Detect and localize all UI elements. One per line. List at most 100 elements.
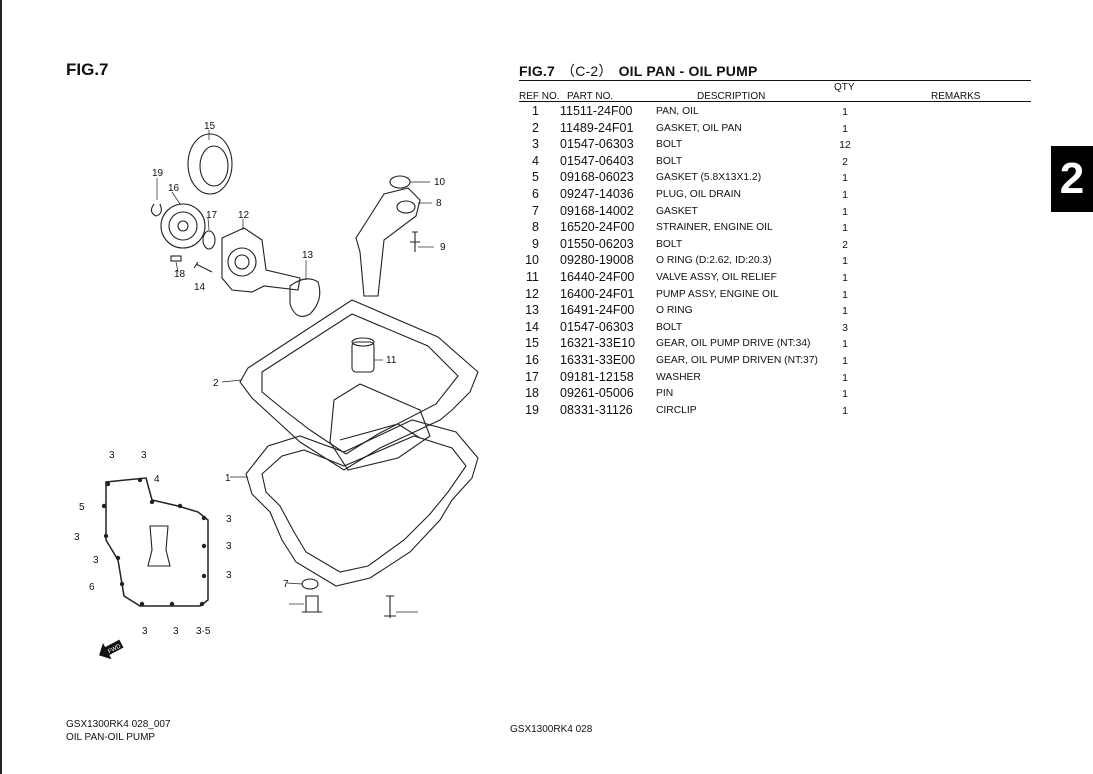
callout-8: 8 xyxy=(436,198,442,209)
callout-3: 3 xyxy=(142,626,148,637)
cell-part-no: 16520-24F00 xyxy=(560,220,635,235)
cell-part-no: 09181-12158 xyxy=(560,369,634,384)
col-ref-no: REF NO. xyxy=(519,91,560,102)
callout-6: 6 xyxy=(89,582,95,593)
cell-part-no: 01547-06403 xyxy=(560,153,634,168)
cell-ref-no: 2 xyxy=(532,120,539,135)
callout-3: 3 xyxy=(74,532,80,543)
callout-3·5: 3·5 xyxy=(196,626,211,637)
circlip xyxy=(150,203,162,217)
cell-description: GASKET (5.8X13X1.2) xyxy=(656,172,762,184)
cell-qty: 1 xyxy=(842,271,848,284)
cell-description: BOLT xyxy=(656,238,683,250)
figure-header: FIG.7（C-2）OIL PAN - OIL PUMP xyxy=(519,61,758,81)
cell-part-no: 08331-31126 xyxy=(560,402,633,417)
table-row: 17 09181-12158 WASHER 1 xyxy=(519,370,1031,387)
washer-17 xyxy=(202,230,216,250)
pump-o-ring xyxy=(289,278,321,317)
oil-strainer xyxy=(355,187,421,297)
callout-3: 3 xyxy=(141,450,147,461)
cell-ref-no: 17 xyxy=(525,369,539,384)
side-cover xyxy=(105,477,209,607)
oil-pan xyxy=(245,419,479,587)
o-ring-10 xyxy=(389,175,411,189)
cell-description: PUMP ASSY, ENGINE OIL xyxy=(656,288,779,300)
callout-3: 3 xyxy=(226,514,232,525)
callout-3: 3 xyxy=(93,555,99,566)
cell-qty: 1 xyxy=(842,188,848,201)
cell-part-no: 01547-06303 xyxy=(560,319,634,334)
cell-qty: 2 xyxy=(842,155,848,168)
cell-part-no: 11511-24F00 xyxy=(560,104,633,118)
gasket-7 xyxy=(301,578,319,590)
cell-ref-no: 19 xyxy=(525,402,539,417)
cell-qty: 1 xyxy=(842,404,848,417)
callout-9: 9 xyxy=(440,242,446,253)
column-rule xyxy=(519,101,1031,102)
oil-pump xyxy=(221,227,301,293)
cell-qty: 1 xyxy=(842,288,848,301)
col-part-no: PART NO. xyxy=(567,91,614,102)
callout-16: 16 xyxy=(168,183,180,194)
cover-bolt-points xyxy=(101,477,207,607)
cell-ref-no: 16 xyxy=(525,352,539,367)
cell-qty: 2 xyxy=(842,238,848,251)
cell-qty: 1 xyxy=(842,222,848,235)
table-row: 16 16331-33E00 GEAR, OIL PUMP DRIVEN (NT:3… xyxy=(519,353,1031,370)
cell-ref-no: 15 xyxy=(525,336,539,351)
cell-description: O RING xyxy=(656,305,693,317)
col-qty: QTY xyxy=(834,82,855,93)
callout-19: 19 xyxy=(152,168,164,179)
cell-part-no: 01547-06303 xyxy=(560,137,634,152)
callout-3: 3 xyxy=(173,626,179,637)
callout-2: 2 xyxy=(213,378,219,389)
section-tab: 2 xyxy=(1051,146,1093,212)
cell-description: PIN xyxy=(656,388,674,400)
cell-description: WASHER xyxy=(656,371,701,383)
cell-description: VALVE ASSY, OIL RELIEF xyxy=(656,271,777,283)
cell-part-no: 16331-33E00 xyxy=(560,352,636,367)
fwd-arrow-icon: FWD xyxy=(99,639,124,660)
cell-description: PAN, OIL xyxy=(656,106,699,117)
pin-18 xyxy=(170,255,182,262)
cell-description: O RING (D:2.62, ID:20.3) xyxy=(656,255,772,267)
cell-qty: 1 xyxy=(842,255,848,268)
cell-qty: 1 xyxy=(842,122,848,135)
cell-part-no: 09168-14002 xyxy=(560,203,634,218)
callout-4: 4 xyxy=(154,474,160,485)
header-fig: FIG.7 xyxy=(519,63,556,79)
cell-description: GEAR, OIL PUMP DRIVEN (NT:37) xyxy=(656,354,818,366)
cell-qty: 1 xyxy=(842,371,848,384)
cell-qty: 3 xyxy=(842,321,848,334)
footer-left-code: GSX1300RK4 028_007 xyxy=(66,719,171,730)
cell-ref-no: 7 xyxy=(532,203,539,218)
callout-13: 13 xyxy=(302,250,314,261)
header-code: （C-2） xyxy=(561,63,613,79)
cell-description: GASKET xyxy=(656,205,698,217)
cell-part-no: 01550-06203 xyxy=(560,236,634,251)
page-border xyxy=(0,0,2,774)
callout-3: 3 xyxy=(226,541,232,552)
col-description: DESCRIPTION xyxy=(697,91,766,102)
cell-part-no: 16400-24F01 xyxy=(560,286,635,301)
cell-ref-no: 9 xyxy=(532,236,539,251)
cell-ref-no: 11 xyxy=(526,269,539,284)
cell-description: BOLT xyxy=(656,155,683,167)
cell-ref-no: 13 xyxy=(525,303,539,318)
cell-ref-no: 5 xyxy=(532,170,539,185)
cell-part-no: 16321-33E10 xyxy=(560,336,636,351)
cell-qty: 1 xyxy=(842,354,848,367)
